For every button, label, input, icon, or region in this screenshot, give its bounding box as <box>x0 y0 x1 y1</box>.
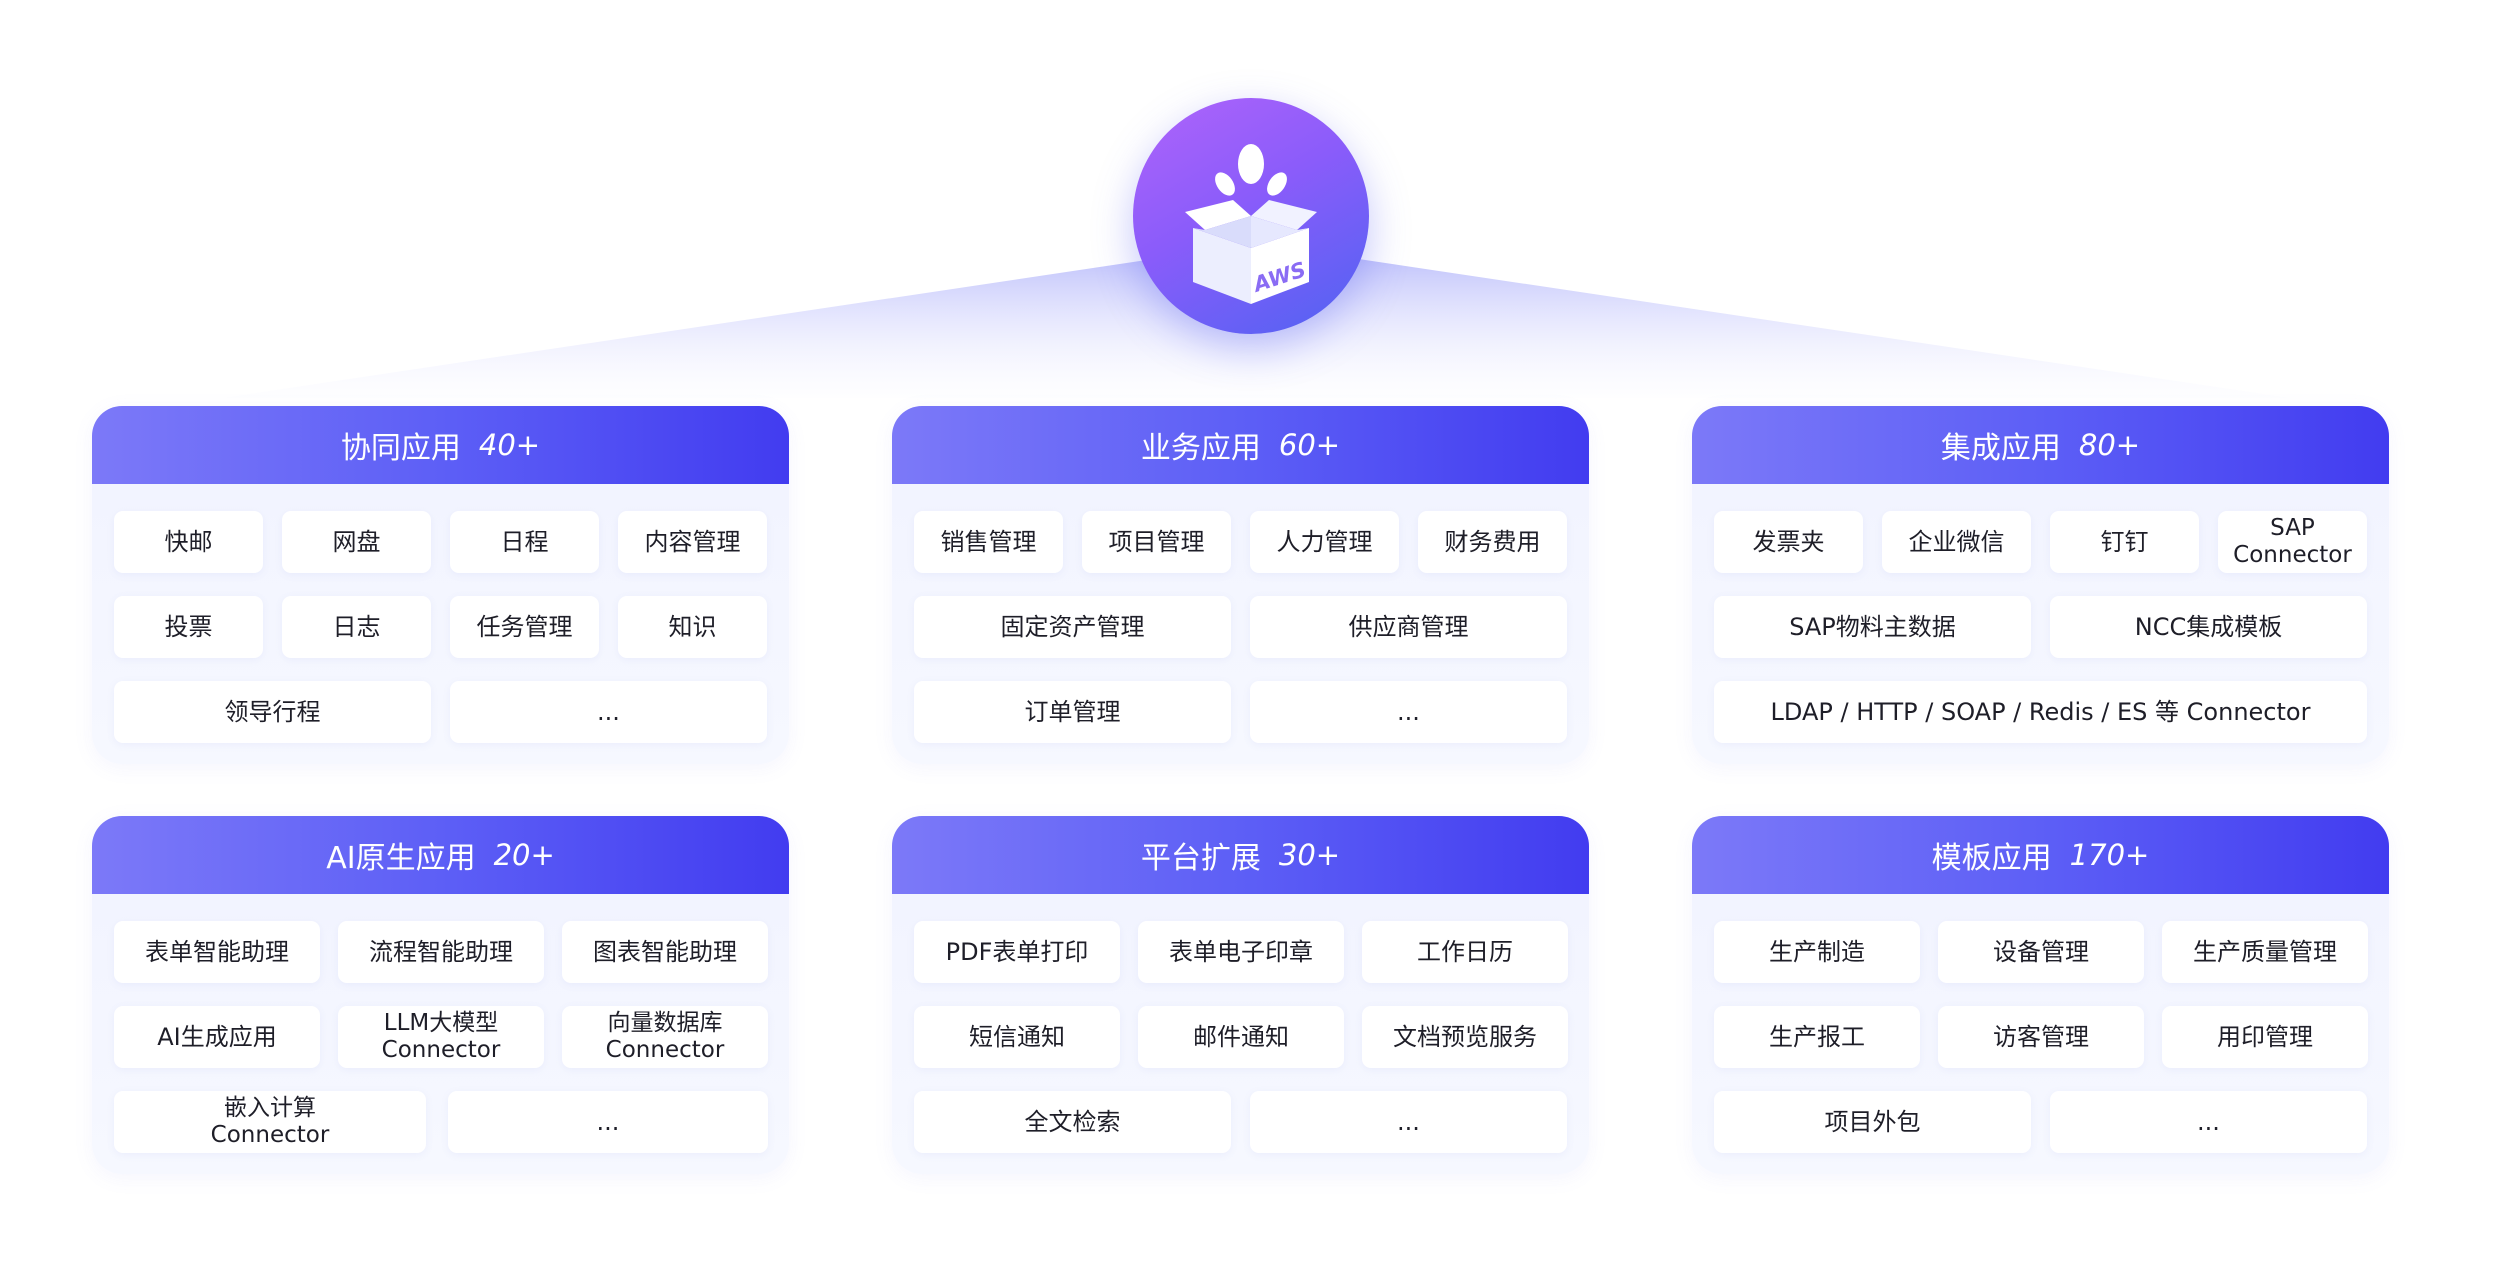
panel-integration-apps: 集成应用 80+ 发票夹 企业微信 钉钉 SAP Connector SAP物料… <box>1692 406 2389 764</box>
app-chip[interactable]: 企业微信 <box>1882 511 2031 573</box>
gift-box-icon: AWS <box>1185 144 1317 304</box>
panel-title: 协同应用 <box>340 431 461 466</box>
app-chip[interactable]: 固定资产管理 <box>914 596 1231 658</box>
more-chip[interactable]: ... <box>448 1091 768 1153</box>
panel-count: 60+ <box>1278 428 1341 462</box>
app-chip[interactable]: SAP物料主数据 <box>1714 596 2031 658</box>
app-chip[interactable]: 财务费用 <box>1418 511 1567 573</box>
app-chip[interactable]: NCC集成模板 <box>2050 596 2367 658</box>
app-chip[interactable]: 领导行程 <box>114 681 431 743</box>
more-chip[interactable]: ... <box>450 681 767 743</box>
app-chip[interactable]: 网盘 <box>282 511 431 573</box>
app-chip[interactable]: 供应商管理 <box>1250 596 1567 658</box>
app-chip[interactable]: 工作日历 <box>1362 921 1568 983</box>
app-chip[interactable]: 生产制造 <box>1714 921 1920 983</box>
aws-hub-logo: AWS <box>1133 98 1369 334</box>
app-chip[interactable]: 日程 <box>450 511 599 573</box>
panel-title: AI原生应用 <box>326 841 476 876</box>
more-chip[interactable]: ... <box>1250 1091 1567 1153</box>
panel-title: 集成应用 <box>1940 431 2061 466</box>
panel-title: 业务应用 <box>1140 431 1261 466</box>
panel-header: AI原生应用 20+ <box>92 816 789 894</box>
panel-count: 170+ <box>2069 838 2150 872</box>
app-chip[interactable]: 表单电子印章 <box>1138 921 1344 983</box>
panel-count: 80+ <box>2078 428 2141 462</box>
app-chip[interactable]: PDF表单打印 <box>914 921 1120 983</box>
app-chip[interactable]: 销售管理 <box>914 511 1063 573</box>
app-chip[interactable]: 图表智能助理 <box>562 921 768 983</box>
app-chip[interactable]: LLM大模型 Connector <box>338 1006 544 1068</box>
app-chip[interactable]: 生产报工 <box>1714 1006 1920 1068</box>
panel-business-apps: 业务应用 60+ 销售管理 项目管理 人力管理 财务费用 固定资产管理 供应商管… <box>892 406 1589 764</box>
panel-template-apps: 模板应用 170+ 生产制造 设备管理 生产质量管理 生产报工 访客管理 用印管… <box>1692 816 2389 1174</box>
app-chip[interactable]: 嵌入计算 Connector <box>114 1091 426 1153</box>
panel-title: 平台扩展 <box>1140 841 1261 876</box>
app-chip[interactable]: SAP Connector <box>2218 511 2367 573</box>
app-chip[interactable]: 快邮 <box>114 511 263 573</box>
app-chip[interactable]: 任务管理 <box>450 596 599 658</box>
app-chip[interactable]: LDAP / HTTP / SOAP / Redis / ES 等 Connec… <box>1714 681 2367 743</box>
app-chip[interactable]: 知识 <box>618 596 767 658</box>
app-chip[interactable]: 邮件通知 <box>1138 1006 1344 1068</box>
more-chip[interactable]: ... <box>1250 681 1567 743</box>
app-chip[interactable]: AI生成应用 <box>114 1006 320 1068</box>
app-chip[interactable]: 项目管理 <box>1082 511 1231 573</box>
app-chip[interactable]: 全文检索 <box>914 1091 1231 1153</box>
panel-header: 集成应用 80+ <box>1692 406 2389 484</box>
panel-count: 40+ <box>478 428 541 462</box>
panel-header: 协同应用 40+ <box>92 406 789 484</box>
app-chip[interactable]: 表单智能助理 <box>114 921 320 983</box>
app-chip[interactable]: 用印管理 <box>2162 1006 2368 1068</box>
app-chip[interactable]: 短信通知 <box>914 1006 1120 1068</box>
panel-count: 30+ <box>1278 838 1341 872</box>
app-chip[interactable]: 项目外包 <box>1714 1091 2031 1153</box>
app-chip[interactable]: 向量数据库 Connector <box>562 1006 768 1068</box>
app-chip[interactable]: 流程智能助理 <box>338 921 544 983</box>
app-chip[interactable]: 设备管理 <box>1938 921 2144 983</box>
app-chip[interactable]: 发票夹 <box>1714 511 1863 573</box>
panel-collaboration-apps: 协同应用 40+ 快邮 网盘 日程 内容管理 投票 日志 任务管理 知识 领导行… <box>92 406 789 764</box>
app-chip[interactable]: 日志 <box>282 596 431 658</box>
panel-header: 平台扩展 30+ <box>892 816 1589 894</box>
panel-title: 模板应用 <box>1931 841 2052 876</box>
app-chip[interactable]: 人力管理 <box>1250 511 1399 573</box>
panel-count: 20+ <box>493 838 555 872</box>
app-chip[interactable]: 生产质量管理 <box>2162 921 2368 983</box>
app-chip[interactable]: 内容管理 <box>618 511 767 573</box>
app-chip[interactable]: 访客管理 <box>1938 1006 2144 1068</box>
more-chip[interactable]: ... <box>2050 1091 2367 1153</box>
panel-header: 业务应用 60+ <box>892 406 1589 484</box>
panel-platform-extensions: 平台扩展 30+ PDF表单打印 表单电子印章 工作日历 短信通知 邮件通知 文… <box>892 816 1589 1174</box>
panel-header: 模板应用 170+ <box>1692 816 2389 894</box>
app-chip[interactable]: 投票 <box>114 596 263 658</box>
app-chip[interactable]: 文档预览服务 <box>1362 1006 1568 1068</box>
panel-ai-native-apps: AI原生应用 20+ 表单智能助理 流程智能助理 图表智能助理 AI生成应用 L… <box>92 816 789 1174</box>
app-chip[interactable]: 钉钉 <box>2050 511 2199 573</box>
app-chip[interactable]: 订单管理 <box>914 681 1231 743</box>
